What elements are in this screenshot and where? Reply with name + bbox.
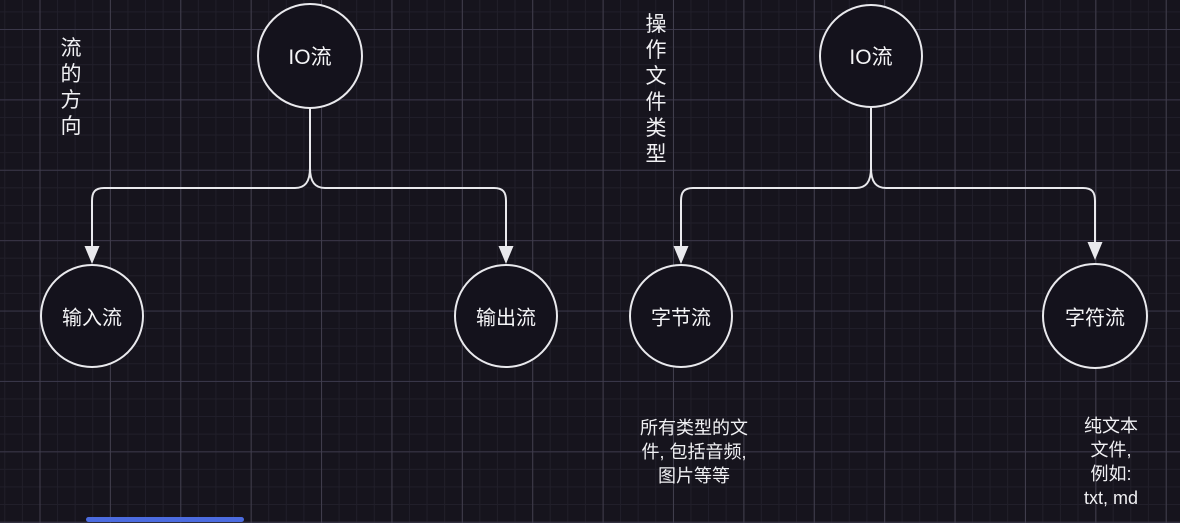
node-label-io-stream-left[interactable]: IO流 (288, 46, 332, 69)
node-circle-byte-stream[interactable] (629, 264, 733, 368)
left-tree-branch-to-output[interactable] (309, 167, 507, 247)
node-circle-char-stream[interactable] (1042, 263, 1148, 369)
node-circle-input-stream[interactable] (40, 264, 144, 368)
node-label-output-stream[interactable]: 输出流 (476, 307, 536, 330)
section-label-stream-direction[interactable]: 流的方向 (60, 37, 82, 138)
arrowhead-output-stream[interactable] (498, 246, 514, 264)
node-circle-io-stream-right[interactable] (819, 4, 923, 108)
node-label-io-stream-right[interactable]: IO流 (849, 46, 893, 69)
arrowhead-byte-stream[interactable] (673, 246, 689, 264)
arrowhead-input-stream[interactable] (84, 246, 100, 264)
node-label-input-stream[interactable]: 输入流 (62, 307, 122, 330)
right-tree-branch-to-char[interactable] (870, 167, 1096, 243)
horizontal-scrollbar[interactable] (86, 517, 244, 522)
caption-byte-stream-files[interactable]: 所有类型的文 件, 包括音频, 图片等等 (640, 418, 748, 486)
section-label-file-type[interactable]: 操作文件类型 (645, 13, 667, 166)
node-circle-output-stream[interactable] (454, 264, 558, 368)
right-tree-branch-to-byte[interactable] (680, 167, 872, 247)
arrowhead-char-stream[interactable] (1087, 242, 1103, 260)
node-label-byte-stream[interactable]: 字节流 (651, 307, 711, 330)
caption-char-stream-files[interactable]: 纯文本文件, 例如: txt, md (1083, 416, 1138, 508)
left-tree-branch-to-input[interactable] (91, 167, 311, 247)
node-label-char-stream[interactable]: 字符流 (1065, 307, 1125, 330)
node-circle-io-stream-left[interactable] (257, 3, 363, 109)
